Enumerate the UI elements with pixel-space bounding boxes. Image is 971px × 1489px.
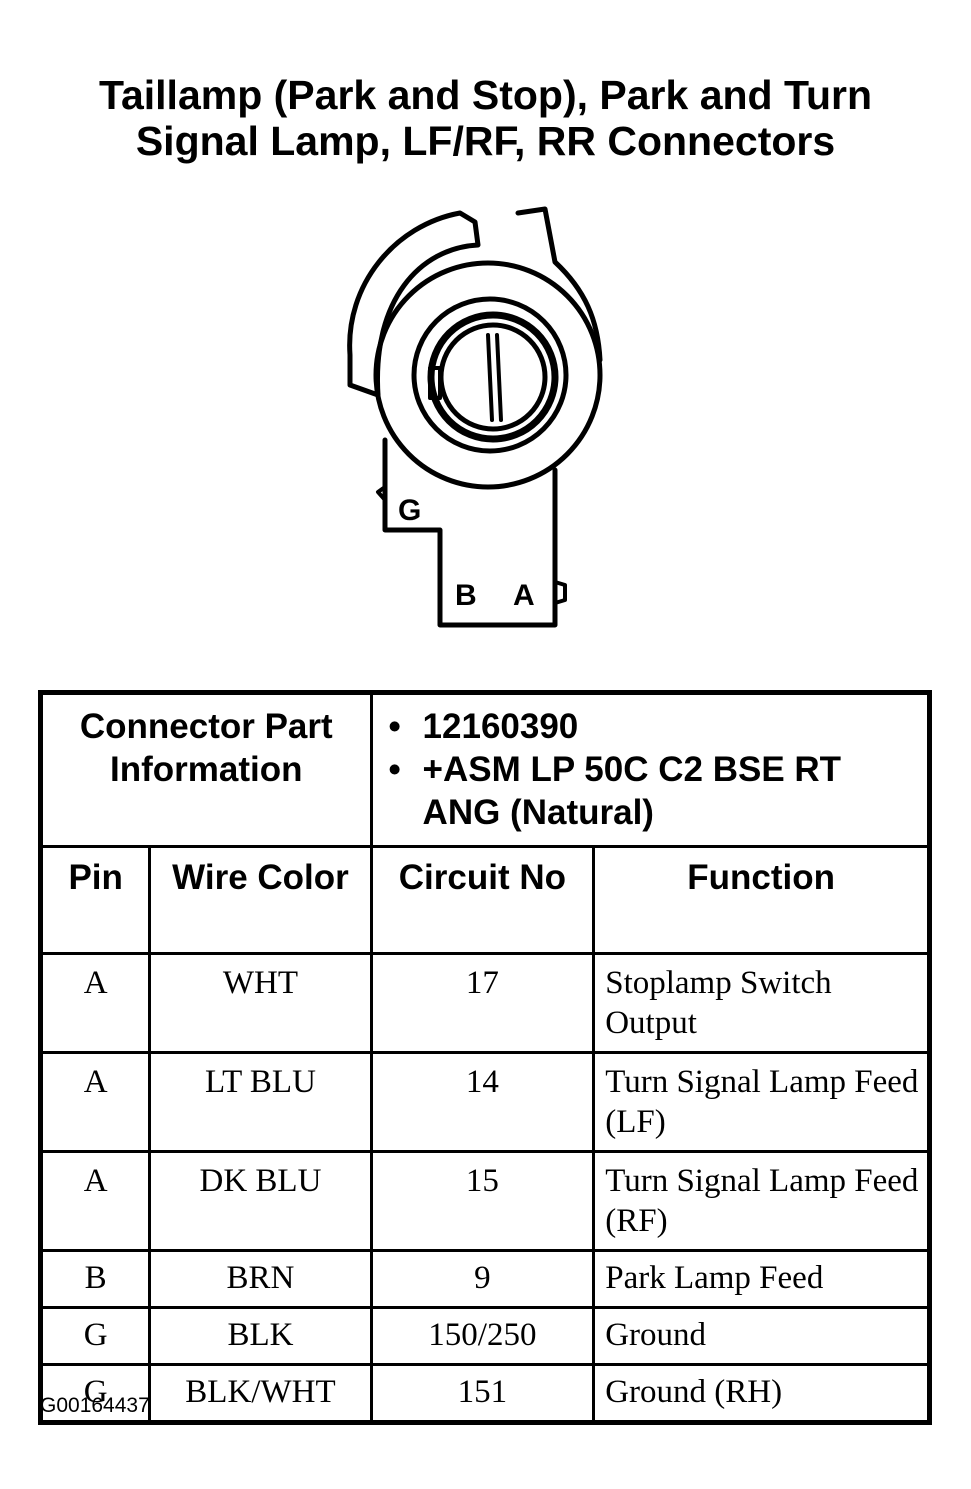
pin-cell: B (38, 1249, 152, 1309)
circuit-cell: 9 (369, 1249, 596, 1309)
table-row: G BLK 150/250 Ground (38, 1306, 931, 1366)
part-info-label: Connector Part Information (39, 691, 373, 848)
terminal-label-b: B (455, 579, 477, 612)
connector-hook (347, 210, 481, 398)
circuit-cell: 14 (369, 1051, 596, 1153)
pin-cell: A (38, 952, 152, 1054)
function-cell: Ground (592, 1306, 931, 1366)
wire-color-cell: DK BLU (148, 1150, 373, 1252)
wire-color-cell: WHT (148, 952, 373, 1054)
function-cell: Park Lamp Feed (592, 1249, 931, 1309)
table-row: B BRN 9 Park Lamp Feed (38, 1249, 931, 1309)
function-cell: Turn Signal Lamp Feed (RF) (592, 1150, 931, 1252)
function-cell: Ground (RH) (592, 1363, 931, 1424)
circuit-cell: 15 (369, 1150, 596, 1252)
title-line-1: Taillamp (Park and Stop), Park and Turn (98, 72, 873, 118)
diagram-title: Taillamp (Park and Stop), Park and Turn … (0, 72, 971, 164)
connector-body (373, 260, 603, 490)
header-row: Pin Wire Color Circuit No Function (38, 845, 931, 955)
wire-color-cell: BLK (148, 1306, 373, 1366)
part-info-row: Connector Part Information • 12160390 • … (39, 691, 932, 848)
circuit-cell: 150/250 (369, 1306, 596, 1366)
header-wire-color: Wire Color (148, 845, 373, 955)
terminal-label-g: G (398, 494, 421, 527)
table-row: A DK BLU 15 Turn Signal Lamp Feed (RF) (38, 1150, 931, 1252)
function-cell: Turn Signal Lamp Feed (LF) (592, 1051, 931, 1153)
header-circuit-no: Circuit No (369, 845, 596, 955)
part-description: • +ASM LP 50C C2 BSE RT ANG (Natural) (388, 750, 842, 832)
table-row: G BLK/WHT 151 Ground (RH) (38, 1363, 931, 1424)
table-row: A WHT 17 Stoplamp Switch Output (38, 952, 931, 1054)
part-info-list: • 12160390 • +ASM LP 50C C2 BSE RT ANG (… (369, 691, 932, 848)
circuit-cell: 151 (369, 1363, 596, 1424)
wire-color-cell: BRN (148, 1249, 373, 1309)
connector-lower-housing (382, 437, 558, 628)
table-row: A LT BLU 14 Turn Signal Lamp Feed (LF) (38, 1051, 931, 1153)
wire-color-cell: BLK/WHT (148, 1363, 373, 1424)
pin-cell: A (38, 1150, 152, 1252)
circuit-cell: 17 (369, 952, 596, 1054)
pin-cell: G (38, 1363, 152, 1424)
pin-cell: A (38, 1051, 152, 1153)
title-line-2: Signal Lamp, LF/RF, RR Connectors (135, 118, 836, 164)
pin-cell: G (38, 1306, 152, 1366)
header-function: Function (592, 845, 931, 955)
connector-drawing: G B A (347, 206, 603, 628)
figure-id: G00164437 (40, 1394, 150, 1417)
terminal-label-a: A (513, 579, 535, 612)
wire-color-cell: LT BLU (148, 1051, 373, 1153)
header-pin: Pin (38, 845, 152, 955)
connector-tab (515, 206, 603, 363)
function-cell: Stoplamp Switch Output (592, 952, 931, 1054)
part-number: • 12160390 (388, 707, 579, 746)
connector-inner-ring (411, 296, 569, 454)
connector-pin-table: Connector Part Information • 12160390 • … (38, 690, 932, 1425)
